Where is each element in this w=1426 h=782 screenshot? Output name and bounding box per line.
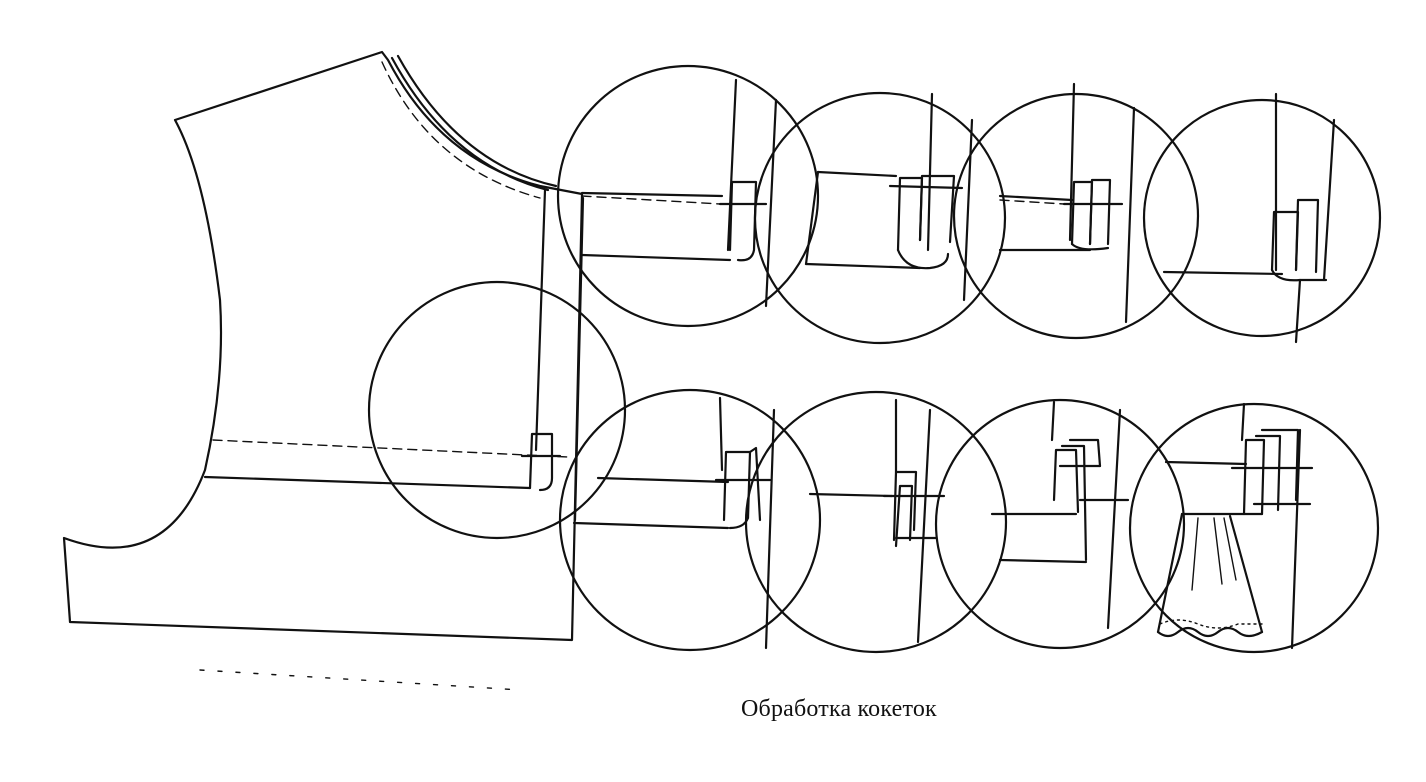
ruffle-hem	[1158, 628, 1262, 636]
top3-stitch-dash	[1000, 200, 1064, 204]
top1-vertical-a	[728, 80, 736, 250]
top4-vertical-b	[1324, 120, 1334, 280]
overview-detail-circle	[369, 282, 625, 538]
ruffle-left	[1158, 514, 1182, 632]
bottom4-upper-edge	[1166, 462, 1246, 464]
bottom1-vertical-b	[766, 410, 774, 648]
top2-upper-edge	[818, 172, 896, 176]
top2-fold-a	[898, 178, 922, 250]
bottom1-vertical-a	[720, 398, 722, 470]
neck-stitch-line	[382, 62, 540, 198]
front-facing-line	[575, 198, 583, 520]
bottom2-vertical-b	[918, 410, 930, 642]
top2-vertical-b	[964, 120, 972, 300]
top2-vertical-c	[806, 172, 818, 264]
seam-fold-detail	[530, 434, 552, 490]
bottom4-fold-c	[1262, 430, 1298, 500]
top1-stitch-dash	[582, 196, 720, 204]
top3-fold-b	[1090, 180, 1110, 244]
ruffle-hem-stitch	[1160, 620, 1262, 628]
bottom4-fold-a	[1244, 440, 1264, 514]
top1-fold	[730, 182, 756, 260]
top1-lower-edge	[582, 255, 730, 260]
neck-facing-line-2	[398, 56, 556, 186]
bottom1-fold	[724, 452, 750, 528]
top-row-details	[558, 66, 1380, 343]
top4-vertical-c	[1296, 280, 1300, 342]
hem-dashes	[200, 670, 520, 690]
bottom1-upper-edge	[598, 478, 728, 482]
detail-circle-bottom-2	[746, 392, 1006, 652]
bottom3-fold-c	[1070, 440, 1100, 466]
bottom2-fold-b	[896, 486, 912, 546]
bottom2-fold-a	[894, 472, 916, 540]
bottom4-fold-b	[1256, 436, 1280, 510]
bottom3-fold-a	[1054, 450, 1078, 512]
top3-vertical-a	[1070, 84, 1074, 240]
detail-circle-top-1	[558, 66, 818, 326]
top2-fold-b	[920, 176, 954, 242]
bottom3-lower-edge	[1000, 560, 1086, 562]
bottom1-lower-edge	[574, 523, 728, 528]
bottom3-vertical-b	[1108, 410, 1120, 628]
top2-stitch-tick	[890, 186, 962, 188]
bottom2-upper-edge	[810, 494, 892, 496]
top3-fold-a	[1072, 182, 1092, 244]
top1-upper-edge	[582, 193, 722, 196]
bodice-outline	[64, 52, 582, 640]
top4-upper-edge	[1164, 272, 1282, 274]
ruffle-right	[1230, 516, 1262, 632]
top2-fold-bottom	[898, 250, 948, 268]
detail-circle-top-2	[755, 93, 1005, 343]
top1-vertical-b	[766, 100, 776, 306]
bottom3-fold-b	[1062, 446, 1086, 560]
detail-circle-bottom-3	[936, 400, 1184, 648]
detail-circle-bottom-1	[560, 390, 820, 650]
bottom3-vertical-a	[1052, 402, 1054, 440]
front-edge-line	[536, 190, 545, 450]
neck-facing-line-1	[392, 58, 548, 190]
top3-fold-bottom	[1072, 244, 1108, 249]
top2-lower-edge	[806, 264, 920, 268]
bottom-row-details	[560, 390, 1378, 652]
detail-circle-top-3	[954, 94, 1198, 338]
top3-upper-edge	[1000, 196, 1072, 200]
yoke-stitch-line	[213, 440, 568, 457]
bottom4-vertical-a	[1242, 404, 1244, 440]
detail-circle-top-4	[1144, 100, 1380, 336]
top4-fold-b	[1296, 200, 1318, 272]
detail-circle-bottom-4	[1130, 404, 1378, 652]
ruffle-gathers	[1192, 518, 1236, 590]
top2-vertical-a	[928, 94, 932, 250]
top3-vertical-b	[1126, 108, 1134, 322]
bottom1-vertical-c	[750, 448, 760, 520]
diagram-caption: Обработка кокеток	[741, 696, 937, 722]
bodice-piece	[64, 52, 583, 690]
bottom4-vertical-b	[1292, 430, 1300, 648]
top4-fold-bottom	[1272, 270, 1326, 280]
yoke-seam-line	[205, 477, 530, 488]
